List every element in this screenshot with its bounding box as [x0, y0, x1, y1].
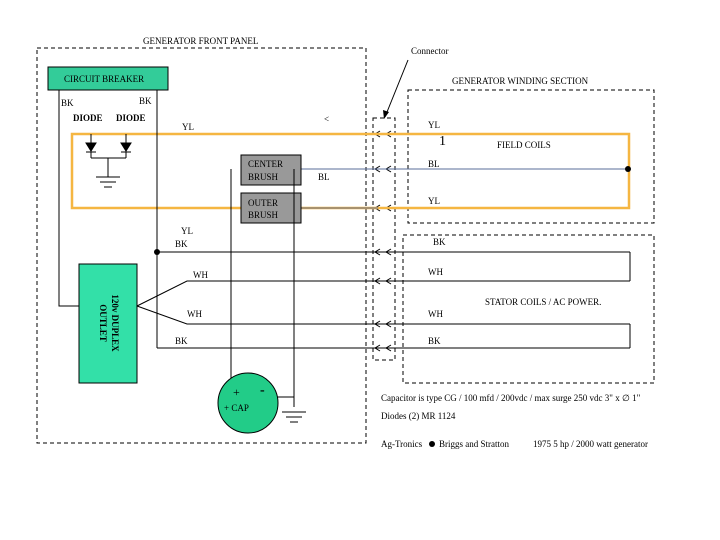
stator-bk-bottom-label: BK — [428, 336, 441, 346]
footer-bullet — [429, 441, 435, 447]
outlet-label-2: OUTLET — [98, 304, 108, 342]
center-brush — [240, 154, 302, 186]
bl-panel-label: BL — [318, 172, 330, 182]
capacitor — [217, 372, 279, 434]
wh-2-label: WH — [187, 309, 202, 319]
stator-section-box — [402, 234, 655, 384]
footer-left: Ag-Tronics — [381, 439, 423, 449]
diode-pair — [85, 134, 132, 177]
cap-plus-label: + — [233, 385, 240, 399]
bk-bottom-label: BK — [175, 336, 188, 346]
bk-left-label: BK — [61, 98, 74, 108]
stator-bk-top-label: BK — [433, 237, 446, 247]
front-panel-title: GENERATOR FRONT PANEL — [143, 36, 258, 46]
field-yl-bottom-label: YL — [428, 196, 440, 206]
outer-brush — [240, 192, 302, 224]
connector-pins — [374, 130, 392, 352]
diode-ground-icon — [96, 176, 120, 188]
duplex-outlet — [78, 263, 138, 384]
wh-1-label: WH — [193, 270, 208, 280]
outlet-label-1: 120v DUPLEX — [110, 294, 120, 352]
yl-top-label: YL — [182, 122, 194, 132]
footer-brand: Briggs and Stratton — [439, 439, 509, 449]
cap-minus-label: - — [260, 383, 265, 398]
field-coils-title: FIELD COILS — [497, 140, 551, 150]
bk-wire-left — [58, 90, 79, 307]
caret-mark: < — [324, 114, 329, 124]
cap-label: + CAP — [224, 403, 249, 413]
connector-pointer-head — [383, 110, 389, 119]
capacitor-note: Capacitor is type CG / 100 mfd / 200vdc … — [381, 393, 641, 403]
connector-label: Connector — [411, 46, 449, 56]
diode-right-label: DIODE — [116, 113, 146, 123]
diode-left-label: DIODE — [73, 113, 103, 123]
ac-wires — [136, 251, 631, 349]
stator-wh-1-label: WH — [428, 267, 443, 277]
cap-ground-icon — [282, 411, 306, 423]
field-bl-label: BL — [428, 159, 440, 169]
bk-right-label: BK — [139, 96, 152, 106]
connector-pointer — [384, 59, 409, 118]
outer-brush-label-1: OUTER — [248, 198, 278, 208]
field-section-box — [407, 89, 655, 224]
front-panel-box — [36, 47, 367, 444]
diodes-note: Diodes (2) MR 1124 — [381, 411, 456, 421]
stator-wh-2-label: WH — [428, 309, 443, 319]
circuit-breaker — [47, 66, 169, 91]
stator-title: STATOR COILS / AC POWER. — [485, 297, 601, 307]
circuit-breaker-label: CIRCUIT BREAKER — [64, 74, 144, 84]
yl-mid-label: YL — [181, 226, 193, 236]
bk-mid-label: BK — [175, 239, 188, 249]
bl-wire-junction-right — [625, 166, 631, 172]
footer-right: 1975 5 hp / 2000 watt generator — [533, 439, 648, 449]
field-one-mark: 1 — [439, 134, 446, 149]
center-brush-label-2: BRUSH — [248, 172, 279, 182]
outer-brush-label-2: BRUSH — [248, 210, 279, 220]
field-yl-top-label: YL — [428, 120, 440, 130]
center-brush-label-1: CENTER — [248, 159, 283, 169]
winding-section-title: GENERATOR WINDING SECTION — [452, 76, 589, 86]
